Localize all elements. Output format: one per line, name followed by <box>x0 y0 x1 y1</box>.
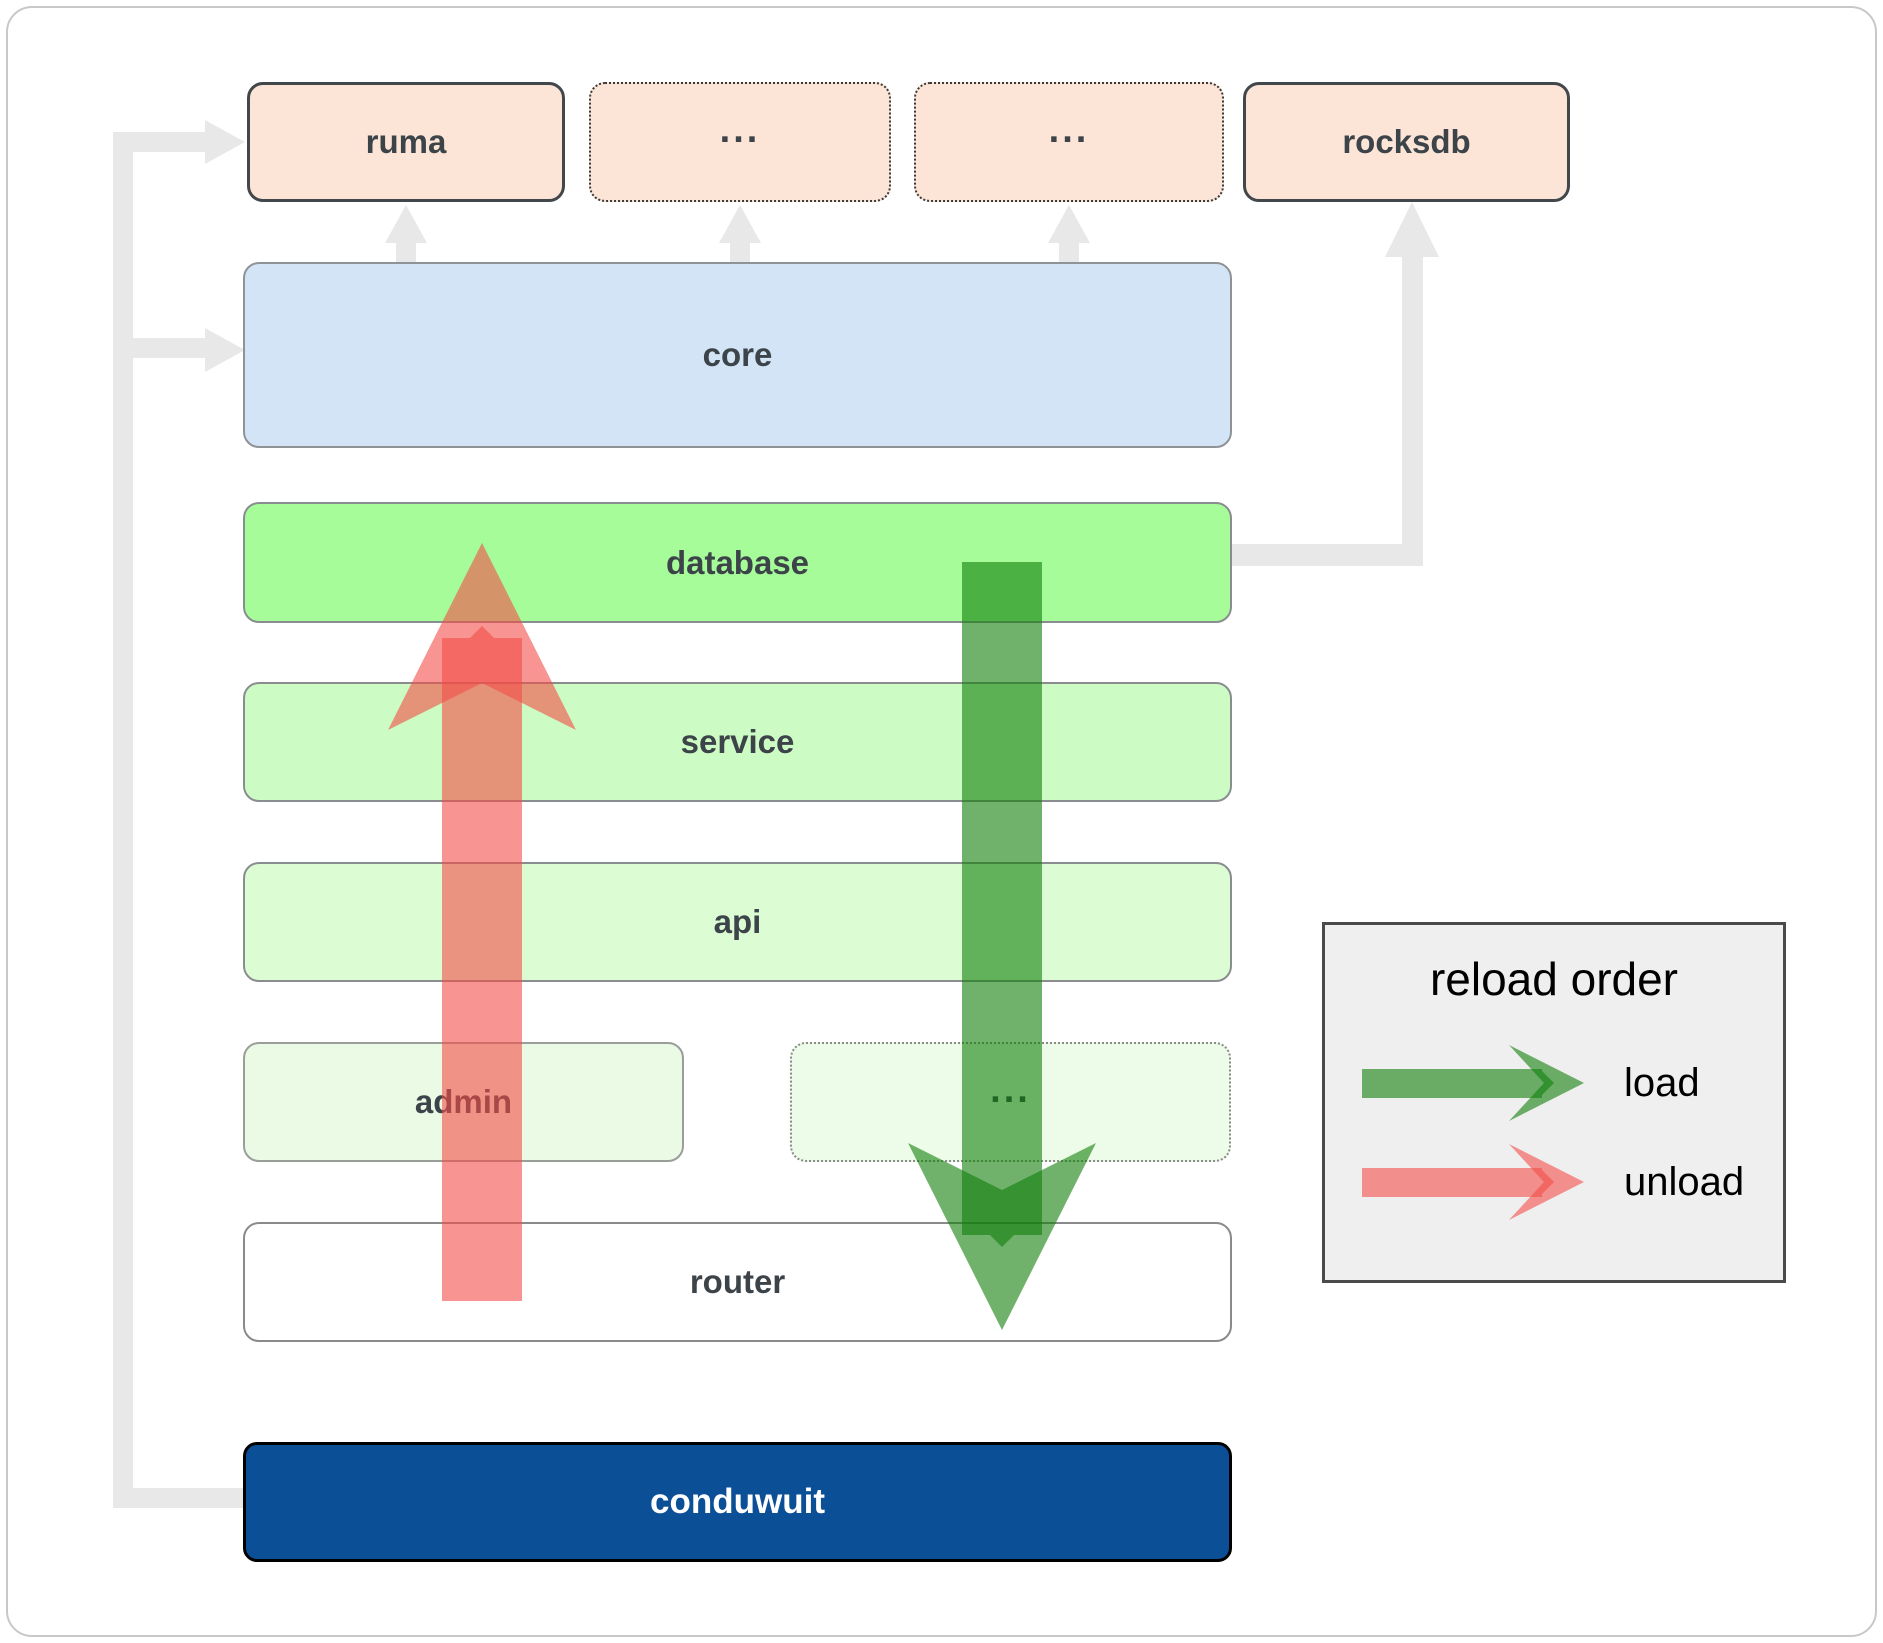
node-ellipsis-mid-label: ... <box>990 1068 1031 1111</box>
node-router: router <box>243 1222 1232 1342</box>
node-ruma-label: ruma <box>365 123 447 160</box>
node-admin-label: admin <box>414 1083 513 1120</box>
node-ellipsis-mid: ... <box>790 1042 1231 1162</box>
node-admin: admin <box>243 1042 684 1162</box>
node-ellipsis-top-1: ... <box>589 82 891 202</box>
node-service-label: service <box>680 723 795 760</box>
node-ellipsis-top-1-label: ... <box>719 108 761 151</box>
node-rocksdb-label: rocksdb <box>1342 123 1471 160</box>
node-api: api <box>243 862 1232 982</box>
node-database-label: database <box>665 543 810 581</box>
outer-frame <box>6 6 1877 1637</box>
node-router-label: router <box>689 1263 786 1300</box>
node-service: service <box>243 682 1232 802</box>
legend-unload-label: unload <box>1624 1159 1745 1204</box>
node-core-label: core <box>702 336 773 373</box>
node-conduwuit-label: conduwuit <box>650 1482 825 1521</box>
node-rocksdb: rocksdb <box>1243 82 1570 202</box>
node-api-label: api <box>713 903 762 940</box>
node-ellipsis-top-2-label: ... <box>1048 108 1090 151</box>
node-conduwuit: conduwuit <box>243 1442 1232 1562</box>
node-core: core <box>243 262 1232 448</box>
node-ruma: ruma <box>247 82 565 202</box>
legend-load-label: load <box>1624 1060 1700 1105</box>
node-ellipsis-top-2: ... <box>914 82 1224 202</box>
node-database: database <box>243 502 1232 623</box>
legend-title: reload order <box>1429 953 1679 1005</box>
